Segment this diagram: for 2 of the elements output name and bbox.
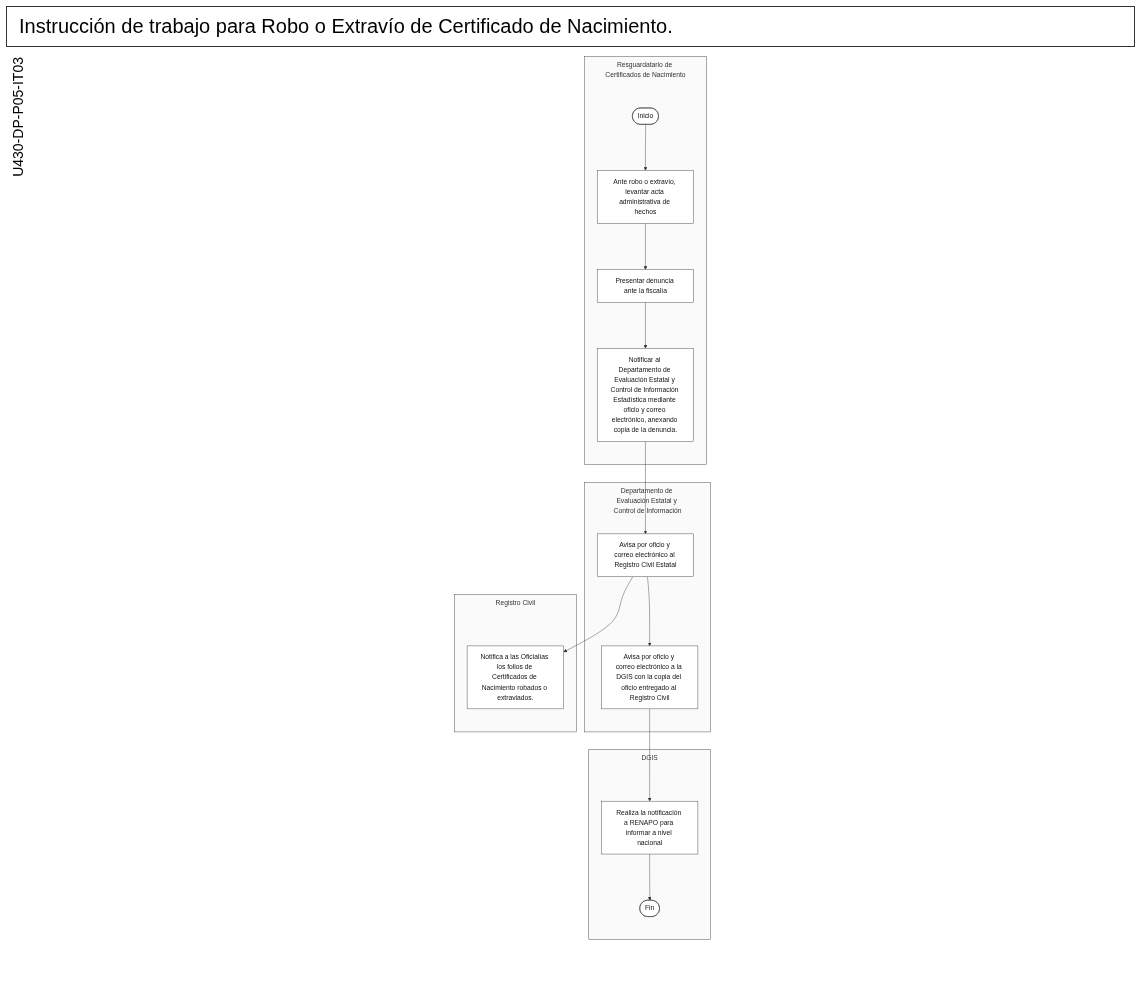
diagram-title: Instrucción de trabajo para Robo o Extravío de Certificado de Nacimiento. [6, 6, 1135, 47]
document-code: U430-DP-P05-IT03 [9, 56, 27, 179]
